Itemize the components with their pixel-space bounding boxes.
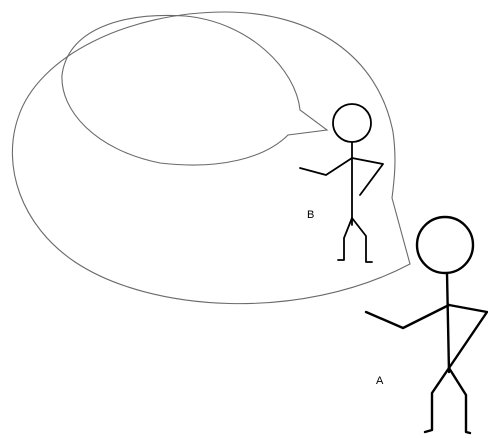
figure-a-label: A bbox=[376, 375, 384, 387]
figure-b-head bbox=[333, 104, 371, 142]
figure-b-left-arm bbox=[300, 158, 352, 175]
figure-a-body bbox=[447, 273, 449, 372]
stick-figure-b bbox=[300, 104, 383, 262]
stick-figure-a bbox=[366, 217, 487, 433]
outer-speech-bubble bbox=[12, 12, 410, 304]
figure-b-right-arm bbox=[352, 158, 383, 195]
figure-a-left-leg bbox=[425, 368, 449, 432]
figure-b-left-leg bbox=[338, 218, 352, 260]
figure-a-left-arm bbox=[366, 305, 449, 328]
figure-a-head bbox=[417, 217, 473, 273]
figure-a-right-leg bbox=[449, 368, 470, 433]
figure-a-right-arm bbox=[449, 305, 487, 368]
figure-b-right-leg bbox=[352, 218, 372, 262]
figure-b-label: B bbox=[307, 209, 314, 221]
